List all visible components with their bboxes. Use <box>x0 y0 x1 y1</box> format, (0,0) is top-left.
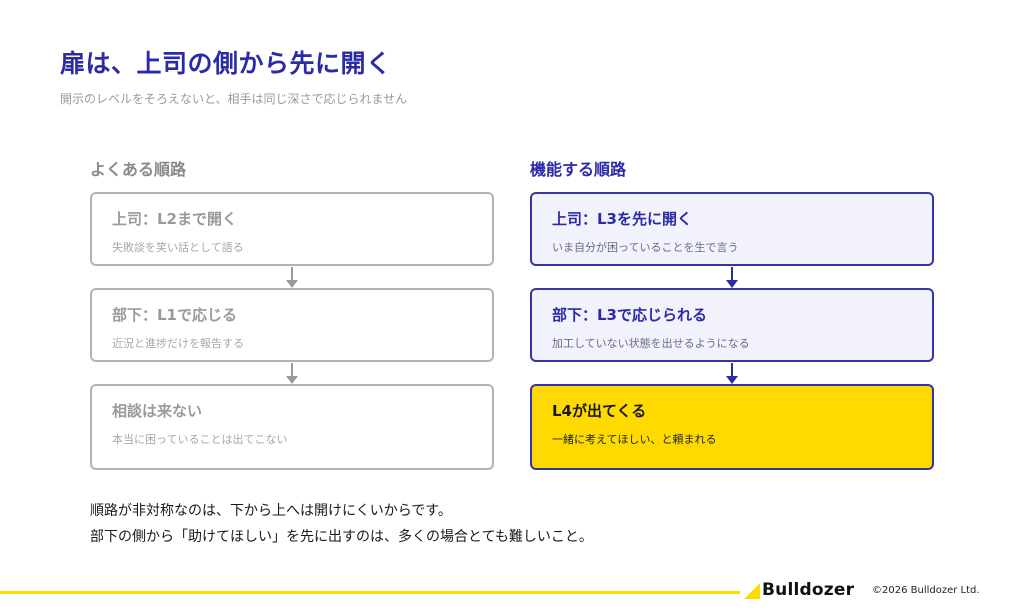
right-card-1-title: 上司：L3を先に開く <box>552 210 692 228</box>
copyright-text: ©2026 Bulldozer Ltd. <box>872 585 980 596</box>
arrow-down-icon <box>286 363 298 384</box>
left-card-2-sub: 近況と進捗だけを報告する <box>112 337 244 350</box>
page-title: 扉は、上司の側から先に開く <box>60 49 392 78</box>
arrow-down-icon <box>286 267 298 288</box>
right-card-3: L4が出てくる 一緒に考えてほしい、と頼まれる <box>530 384 934 470</box>
right-card-2-sub: 加工していない状態を出せるようになる <box>552 337 750 350</box>
body-text-line-1: 順路が非対称なのは、下から上へは開けにくいからです。 <box>90 503 452 519</box>
left-card-1-title: 上司：L2まで開く <box>112 210 237 228</box>
footer-accent-line <box>0 591 740 594</box>
brand-name: Bulldozer <box>762 580 855 600</box>
right-card-1-sub: いま自分が困っていることを生で言う <box>552 241 739 254</box>
page-subtitle: 開示のレベルをそろえないと、相手は同じ深さで応じられません <box>60 92 408 106</box>
arrow-down-icon <box>726 267 738 288</box>
left-card-3-sub: 本当に困っていることは出てこない <box>112 433 288 446</box>
right-column-heading: 機能する順路 <box>530 160 627 179</box>
left-card-2-title: 部下：L1で応じる <box>112 306 237 324</box>
right-card-2-title: 部下：L3で応じられる <box>552 306 707 324</box>
bulldozer-logo-icon <box>744 583 760 599</box>
arrow-down-icon <box>726 363 738 384</box>
right-card-3-title: L4が出てくる <box>552 402 647 420</box>
right-card-3-sub: 一緒に考えてほしい、と頼まれる <box>552 433 717 446</box>
left-column-heading: よくある順路 <box>90 160 187 179</box>
body-text-line-2: 部下の側から「助けてほしい」を先に出すのは、多くの場合とても難しいこと。 <box>90 529 593 545</box>
brand-logo: Bulldozer <box>744 580 854 600</box>
left-card-2: 部下：L1で応じる 近況と進捗だけを報告する <box>90 288 494 362</box>
left-card-1-sub: 失敗談を笑い話として語る <box>112 241 244 254</box>
left-card-1: 上司：L2まで開く 失敗談を笑い話として語る <box>90 192 494 266</box>
left-card-3: 相談は来ない 本当に困っていることは出てこない <box>90 384 494 470</box>
right-card-1: 上司：L3を先に開く いま自分が困っていることを生で言う <box>530 192 934 266</box>
right-card-2: 部下：L3で応じられる 加工していない状態を出せるようになる <box>530 288 934 362</box>
left-card-3-title: 相談は来ない <box>112 402 203 420</box>
